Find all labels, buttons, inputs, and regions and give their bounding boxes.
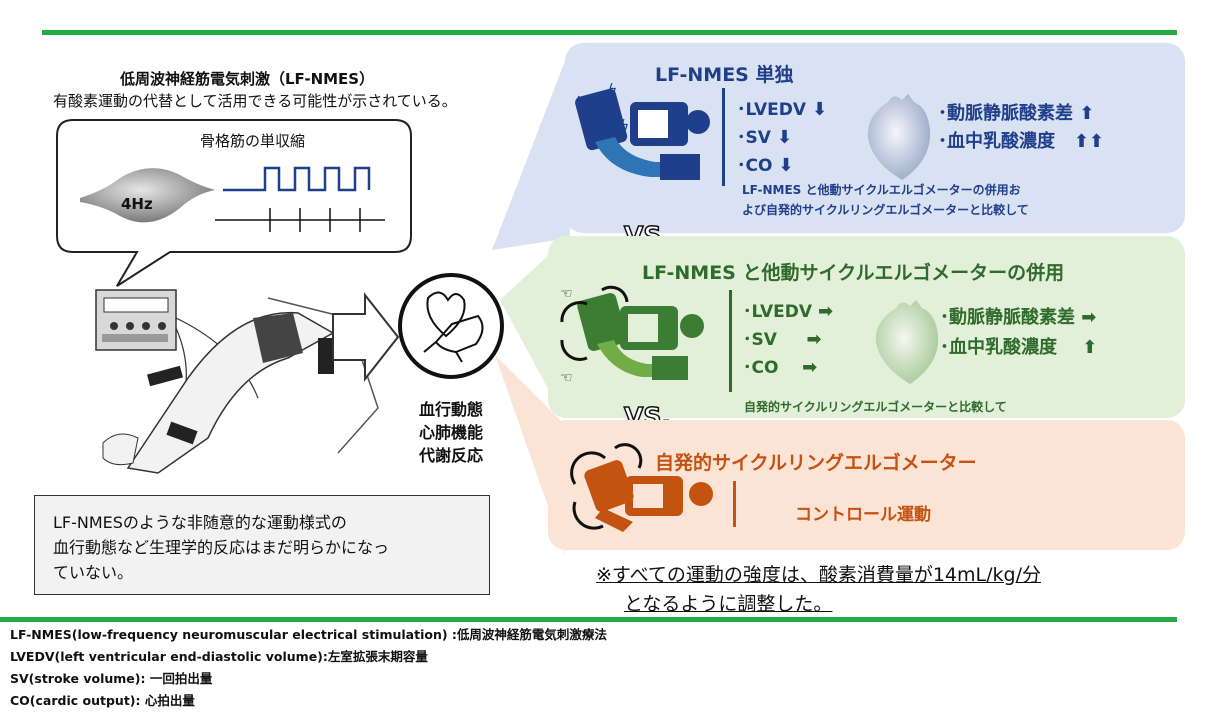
left-subtitle: 有酸素運動の代替として活用できる可能性が示されている。	[53, 92, 457, 110]
blue-avo2-diff: ･動脈静脈酸素差 ⬆	[938, 100, 1104, 128]
blue-note-line-1: LF-NMES と他動サイクルエルゴメーターの併用お	[742, 183, 1021, 197]
heart-icon	[867, 94, 931, 180]
blue-metric-co-label: ･CO	[737, 156, 773, 176]
footnote-line-1: ※すべての運動の強度は、酸素消費量が14mL/kg/分	[596, 564, 1041, 586]
patient-stimulation-icon: ϟ ϟ ϟ	[575, 82, 710, 180]
center-line-1: 血行動態	[419, 400, 484, 419]
note-text: LF-NMESのような非随意的な運動様式の 血行動態など生理学的反応はまだ明らか…	[53, 510, 389, 585]
arrow-down-icon: ⬇	[776, 127, 792, 148]
green-right-metrics: ･動脈静脈酸素差 ➡ ･血中乳酸濃度 ⬆	[940, 303, 1097, 363]
blue-avo2-label: ･動脈静脈酸素差	[938, 103, 1073, 124]
blue-title: LF-NMES 単独	[655, 64, 794, 86]
blue-metric-lvedv: ･LVEDV ⬇	[737, 96, 827, 124]
green-metric-lvedv-label: ･LVEDV	[743, 302, 813, 322]
frequency-label: 4Hz	[121, 195, 153, 213]
abbr-lvedv: LVEDV(left ventricular end-diastolic vol…	[10, 649, 428, 664]
center-line-3: 代謝反応	[419, 446, 484, 465]
green-divider	[729, 290, 732, 392]
orange-note: コントロール運動	[795, 505, 931, 525]
blue-note-line-2: よび自発的サイクルリングエルゴメーターと比較して	[742, 203, 1029, 217]
orange-divider	[733, 481, 736, 527]
top-rule	[42, 30, 1177, 35]
green-metric-lvedv: ･LVEDV ➡	[743, 298, 833, 326]
arrow-right-icon: ➡	[1081, 307, 1097, 328]
note-line-2: 血行動態など生理学的反応はまだ明らかになっ	[53, 538, 390, 557]
heart-lung-handshake-icon	[398, 273, 504, 379]
svg-text:ϟ: ϟ	[608, 82, 617, 98]
arrow-up-icon: ⬆	[1079, 103, 1095, 124]
svg-text:☜: ☜	[560, 370, 573, 386]
blue-metrics: ･LVEDV ⬇ ･SV ⬇ ･CO ⬇	[737, 96, 827, 180]
patient-voluntary-cycling-icon	[570, 443, 713, 532]
green-lactate-label: ･血中乳酸濃度	[940, 337, 1057, 358]
green-avo2-label: ･動脈静脈酸素差	[940, 307, 1075, 328]
green-lactate: ･血中乳酸濃度 ⬆	[940, 333, 1097, 363]
note-line-3: ていない。	[53, 563, 134, 582]
orange-title: 自発的サイクルリングエルゴメーター	[655, 452, 977, 474]
green-metric-co: ･CO ➡	[743, 354, 833, 382]
green-avo2-diff: ･動脈静脈酸素差 ➡	[940, 303, 1097, 333]
blue-divider	[722, 88, 725, 186]
abbreviation-list: LF-NMES(low-frequency neuromuscular elec…	[10, 624, 607, 712]
svg-text:ϟ: ϟ	[575, 95, 584, 111]
note-line-1: LF-NMESのような非随意的な運動様式の	[53, 513, 347, 532]
blue-lactate: ･血中乳酸濃度 ⬆⬆	[938, 128, 1104, 156]
green-note: 自発的サイクルリングエルゴメーターと比較して	[744, 400, 1007, 414]
svg-text:ϟ: ϟ	[620, 118, 629, 134]
intensity-footnote: ※すべての運動の強度は、酸素消費量が14mL/kg/分 となるように調整した。	[596, 561, 1041, 619]
blue-metric-sv-label: ･SV	[737, 128, 771, 148]
blue-note: LF-NMES と他動サイクルエルゴメーターの併用お よび自発的サイクルリングエ…	[742, 180, 1029, 220]
abbr-co: CO(cardic output): 心拍出量	[10, 693, 195, 708]
bubble-title: 骨格筋の単収縮	[200, 132, 306, 150]
patient-passive-cycling-icon: ☜ ☜	[560, 285, 704, 386]
arrow-down-icon: ⬇	[811, 99, 828, 120]
blue-right-metrics: ･動脈静脈酸素差 ⬆ ･血中乳酸濃度 ⬆⬆	[938, 100, 1104, 156]
arrow-down-icon: ⬇	[778, 155, 794, 176]
arrow-up-icon: ⬆	[1082, 337, 1098, 358]
bottom-rule	[0, 617, 1177, 622]
arrow-up-icon: ⬆	[1073, 131, 1089, 152]
green-metric-co-label: ･CO	[743, 358, 779, 378]
center-outcomes: 血行動態 心肺機能 代謝反応	[419, 398, 483, 467]
green-metrics: ･LVEDV ➡ ･SV ➡ ･CO ➡	[743, 298, 833, 382]
heart-icon	[875, 300, 939, 384]
green-title: LF-NMES と他動サイクルエルゴメーターの併用	[642, 262, 1065, 284]
left-title: 低周波神経筋電気刺激（LF-NMES）	[120, 70, 375, 88]
blue-metric-lvedv-label: ･LVEDV	[737, 100, 807, 120]
center-line-2: 心肺機能	[419, 423, 484, 442]
note-box	[34, 495, 490, 595]
speech-bubble	[56, 119, 412, 287]
leg-stimulation-icon	[95, 289, 379, 474]
arrow-right-icon: ➡	[817, 301, 834, 322]
arrow-up-icon: ⬆	[1088, 131, 1104, 152]
abbr-sv: SV(stroke volume): 一回拍出量	[10, 671, 213, 686]
blue-metric-co: ･CO ⬇	[737, 152, 827, 180]
green-metric-sv-label: ･SV	[743, 330, 777, 350]
muscle-twitch-icon	[80, 166, 385, 232]
arrow-right-icon: ➡	[806, 329, 822, 350]
green-metric-sv: ･SV ➡	[743, 326, 833, 354]
arrow-right-icon: ➡	[802, 357, 818, 378]
right-arrow-icon	[332, 292, 400, 382]
footnote-line-2: となるように調整した。	[624, 593, 833, 615]
svg-text:☜: ☜	[560, 286, 573, 302]
blue-metric-sv: ･SV ⬇	[737, 124, 827, 152]
abbr-lf-nmes: LF-NMES(low-frequency neuromuscular elec…	[10, 627, 607, 642]
blue-lactate-label: ･血中乳酸濃度	[938, 131, 1055, 152]
